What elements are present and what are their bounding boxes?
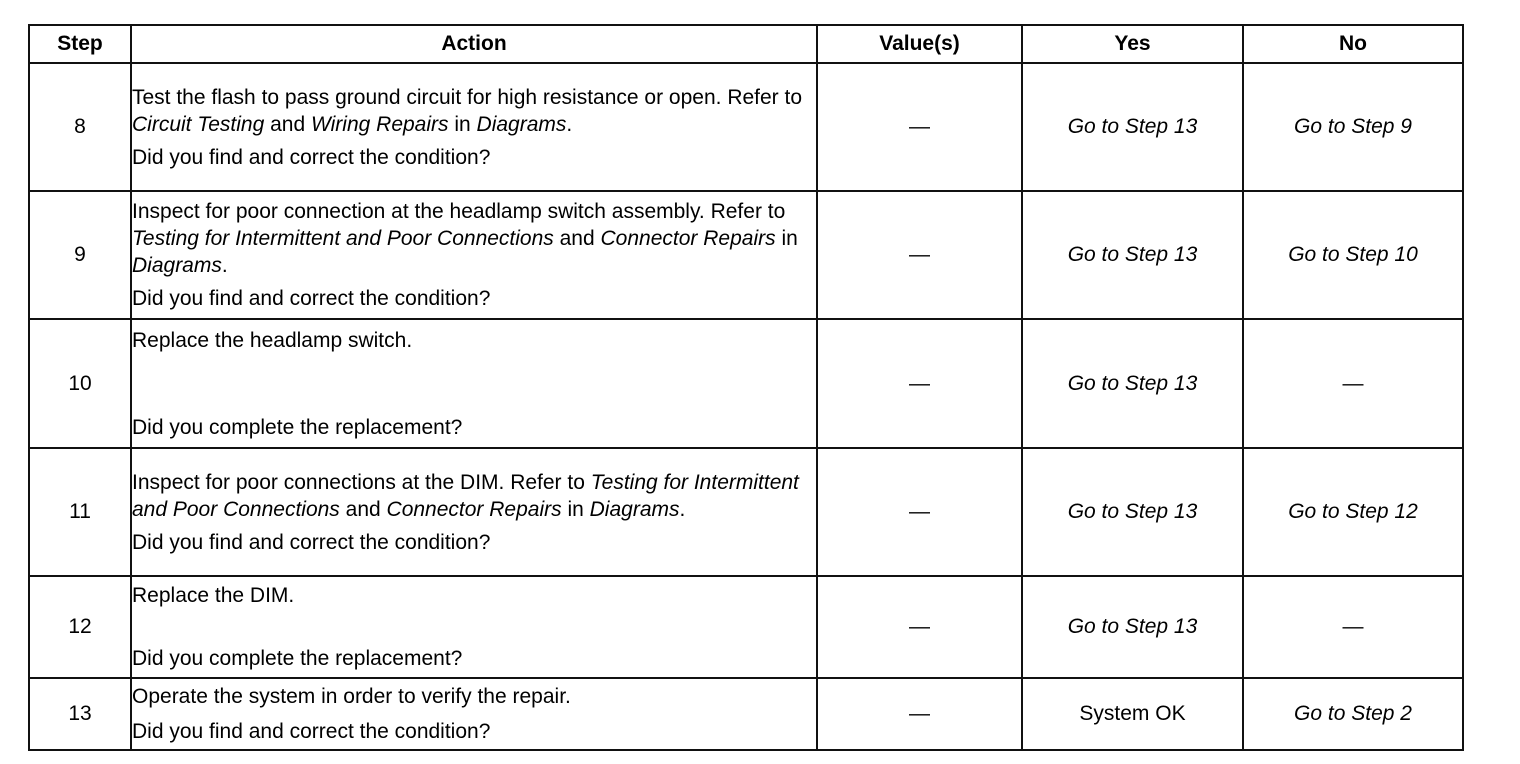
action-reference: Diagrams xyxy=(132,254,222,277)
header-values: Value(s) xyxy=(816,24,1023,64)
action-reference: Connector Repairs xyxy=(386,497,562,521)
diagnostic-table: Step Action Value(s) Yes No 8 Test the f… xyxy=(28,24,1464,751)
step-number: 12 xyxy=(28,575,132,679)
action-text: Replace the headlamp switch. xyxy=(132,327,816,354)
header-no: No xyxy=(1242,24,1464,64)
action-run: . xyxy=(679,497,686,521)
action-text: Test the flash to pass ground circuit fo… xyxy=(132,84,816,138)
action-run: Inspect for poor connections at the DIM.… xyxy=(132,470,591,494)
action-question: Did you find and correct the condition? xyxy=(132,720,491,743)
step-number: 9 xyxy=(28,190,132,320)
yes-cell: Go to Step 13 xyxy=(1021,447,1244,577)
step-number: 13 xyxy=(28,677,132,751)
table-row: 12 Replace the DIM. Did you complete the… xyxy=(28,575,1464,679)
step-number: 10 xyxy=(28,318,132,449)
table-row: 10 Replace the headlamp switch. Did you … xyxy=(28,318,1464,449)
step-number: 8 xyxy=(28,62,132,192)
action-reference: Circuit Testing xyxy=(132,112,265,136)
action-run: Operate the system in order to verify th… xyxy=(132,685,571,708)
table-row: 8 Test the flash to pass ground circuit … xyxy=(28,62,1464,192)
action-cell: Replace the DIM. Did you complete the re… xyxy=(130,575,818,679)
header-step: Step xyxy=(28,24,132,64)
yes-cell: Go to Step 13 xyxy=(1021,62,1244,192)
action-cell: Replace the headlamp switch. Did you com… xyxy=(130,318,818,449)
action-reference: Diagrams xyxy=(589,497,680,521)
action-question: Did you complete the replacement? xyxy=(132,415,463,439)
action-run: in xyxy=(775,227,798,250)
table-row: 9 Inspect for poor connection at the hea… xyxy=(28,190,1464,320)
action-run: in xyxy=(561,497,590,521)
action-run: and xyxy=(264,112,311,136)
action-text: Inspect for poor connections at the DIM.… xyxy=(132,469,816,523)
action-reference: Testing for Intermittent and Poor Connec… xyxy=(132,227,554,250)
value-cell: — xyxy=(816,447,1023,577)
action-run: . xyxy=(221,254,228,277)
action-question: Did you find and correct the condition? xyxy=(132,287,491,310)
action-question: Did you complete the replacement? xyxy=(132,647,463,670)
action-text: Operate the system in order to verify th… xyxy=(132,683,816,710)
action-cell: Inspect for poor connection at the headl… xyxy=(130,190,818,320)
yes-cell: System OK xyxy=(1021,677,1244,751)
action-text: Inspect for poor connection at the headl… xyxy=(132,198,816,279)
value-cell: — xyxy=(816,677,1023,751)
action-question: Did you find and correct the condition? xyxy=(132,530,491,554)
no-cell: Go to Step 9 xyxy=(1242,62,1464,192)
yes-cell: Go to Step 13 xyxy=(1021,318,1244,449)
action-reference: Wiring Repairs xyxy=(311,112,449,136)
no-cell: — xyxy=(1242,575,1464,679)
action-run: Test the flash to pass ground circuit fo… xyxy=(132,85,803,109)
table-header-row: Step Action Value(s) Yes No xyxy=(28,24,1464,64)
value-cell: — xyxy=(816,62,1023,192)
value-cell: — xyxy=(816,575,1023,679)
action-cell: Operate the system in order to verify th… xyxy=(130,677,818,751)
action-run: and xyxy=(553,227,601,250)
action-reference: Testing for Intermittent and Poor Connec… xyxy=(132,470,799,521)
no-cell: Go to Step 10 xyxy=(1242,190,1464,320)
no-cell: — xyxy=(1242,318,1464,449)
action-run: . xyxy=(566,112,573,136)
yes-cell: Go to Step 13 xyxy=(1021,575,1244,679)
no-cell: Go to Step 12 xyxy=(1242,447,1464,577)
step-number: 11 xyxy=(28,447,132,577)
value-cell: — xyxy=(816,190,1023,320)
action-reference: Connector Repairs xyxy=(600,227,776,250)
header-action: Action xyxy=(130,24,818,64)
action-run: Replace the DIM. xyxy=(132,584,295,607)
action-question: Did you find and correct the condition? xyxy=(132,145,491,169)
value-cell: — xyxy=(816,318,1023,449)
action-run: Replace the headlamp switch. xyxy=(132,328,413,352)
table-row: 11 Inspect for poor connections at the D… xyxy=(28,447,1464,577)
action-run: and xyxy=(339,497,387,521)
no-cell: Go to Step 2 xyxy=(1242,677,1464,751)
table-row: 13 Operate the system in order to verify… xyxy=(28,677,1464,751)
action-cell: Test the flash to pass ground circuit fo… xyxy=(130,62,818,192)
action-reference: Diagrams xyxy=(476,112,567,136)
action-run: Inspect for poor connection at the headl… xyxy=(132,200,786,223)
yes-cell: Go to Step 13 xyxy=(1021,190,1244,320)
action-run: in xyxy=(448,112,477,136)
header-yes: Yes xyxy=(1021,24,1244,64)
action-cell: Inspect for poor connections at the DIM.… xyxy=(130,447,818,577)
action-text: Replace the DIM. xyxy=(132,582,816,609)
